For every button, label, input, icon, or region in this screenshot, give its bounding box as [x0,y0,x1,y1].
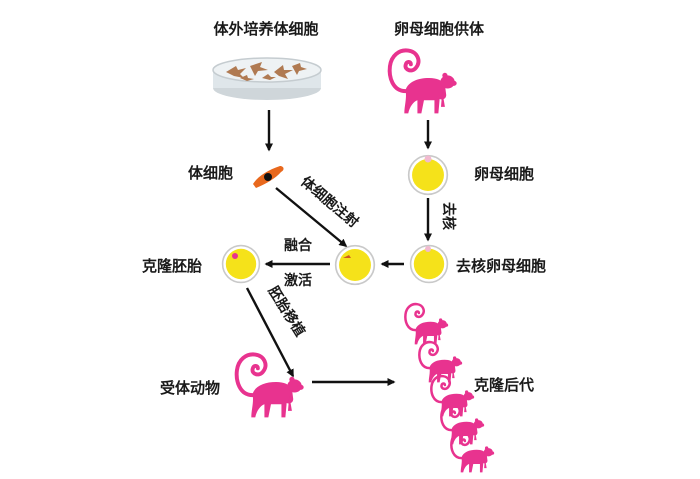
label-somatic-injection-group: 体细胞注射 [297,173,362,231]
label-enucleation-group: 去核 [440,202,457,230]
arrow-somatic-injection [275,187,348,247]
label-somatic-culture: 体外培养体细胞 [213,20,318,38]
arrow-embryo-transfer [245,287,295,378]
polar-body-icon [424,155,432,163]
injected-cell-icon [343,255,351,258]
embryo-nucleus-icon [232,253,238,259]
petri-dish-icon [212,57,322,100]
label-activation: 激活 [284,272,312,289]
reconstructed-egg-icon [334,244,376,286]
label-recipient: 受体动物 [160,379,220,397]
cloned-embryo-icon [221,244,261,284]
recipient-monkey-icon [237,354,304,417]
label-fusion: 融合 [284,237,313,254]
label-somatic-cell: 体细胞 [188,164,233,182]
label-oocyte-donor: 卵母细胞供体 [394,20,485,38]
label-cloned-embryo: 克隆胚胎 [142,257,202,275]
polar-body-icon [425,246,431,252]
label-cloned-offspring: 克隆后代 [474,376,534,394]
oocyte-donor-monkey-icon [390,50,457,113]
label-somatic-injection: 体细胞注射 [297,173,362,231]
label-enucleated-oocyte: 去核卵母细胞 [456,257,546,275]
label-embryo-transfer: 胚胎移植 [265,283,309,339]
label-embryo-transfer-group: 胚胎移植 [265,283,309,339]
arrows [245,110,432,386]
label-enucleation: 去核 [440,202,457,230]
label-oocyte: 卵母细胞 [474,165,534,183]
offspring-monkey-icon [403,302,450,346]
somatic-cell-icon [253,166,284,188]
